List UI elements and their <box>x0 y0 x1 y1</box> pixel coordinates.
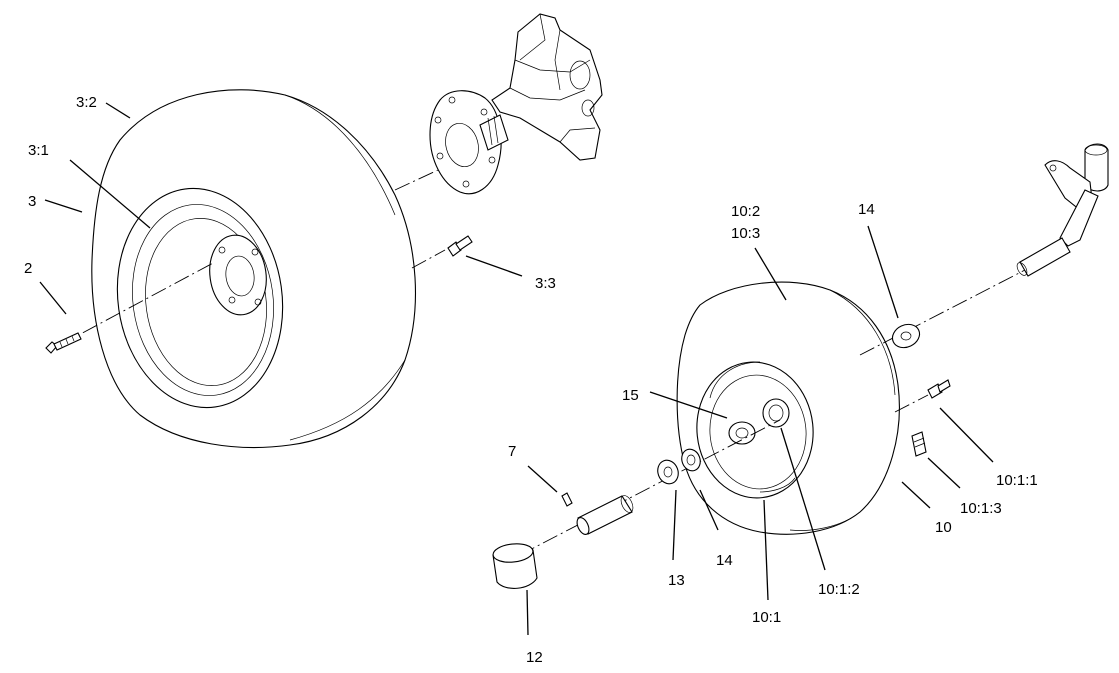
callout-3-2: 3:2 <box>76 94 97 111</box>
caster-fork <box>1016 143 1109 277</box>
callout-13: 13 <box>668 572 685 589</box>
fitting <box>911 431 927 457</box>
bearing <box>762 398 790 428</box>
callout-15: 15 <box>622 387 639 404</box>
hub-bushing <box>728 421 756 445</box>
left-wheel-assembly <box>91 89 416 449</box>
callout-3-1: 3:1 <box>28 142 49 159</box>
left-valve-stem <box>447 235 473 257</box>
callout-10-1-1: 10:1:1 <box>996 472 1038 489</box>
callout-2: 2 <box>24 260 32 277</box>
grease-fitting <box>927 379 951 399</box>
callout-7: 7 <box>508 443 516 460</box>
callout-10-1-2: 10:1:2 <box>818 581 860 598</box>
callout-10-2: 10:2 <box>731 203 760 220</box>
callout-3: 3 <box>28 193 36 210</box>
left-axis-line <box>59 261 216 346</box>
right-axis-line <box>519 419 781 556</box>
leader-lines <box>39 102 994 636</box>
left-valve-axis <box>411 249 446 269</box>
hub-flange <box>429 90 502 195</box>
callout-10-3: 10:3 <box>731 225 760 242</box>
callout-14-lower: 14 <box>716 552 733 569</box>
upper-spacer <box>891 323 921 349</box>
left-hub-plate <box>209 234 267 316</box>
cap <box>492 543 538 589</box>
roll-pin <box>561 492 573 507</box>
callout-12: 12 <box>526 649 543 666</box>
axle-hub-assembly <box>429 13 603 195</box>
flat-washer <box>657 459 679 485</box>
callout-10: 10 <box>935 519 952 536</box>
axle-tube <box>576 495 634 535</box>
callout-14-upper: 14 <box>858 201 875 218</box>
right-valve-axis <box>894 394 929 413</box>
left-bolt <box>45 332 82 354</box>
lower-spacer <box>681 448 701 472</box>
left-axis-line-upper <box>394 169 439 191</box>
callout-10-1-3: 10:1:3 <box>960 500 1002 517</box>
callout-3-3: 3:3 <box>535 275 556 292</box>
right-axis-line-upper <box>859 269 1026 356</box>
callout-10-1: 10:1 <box>752 609 781 626</box>
right-wheel-assembly <box>676 281 900 535</box>
